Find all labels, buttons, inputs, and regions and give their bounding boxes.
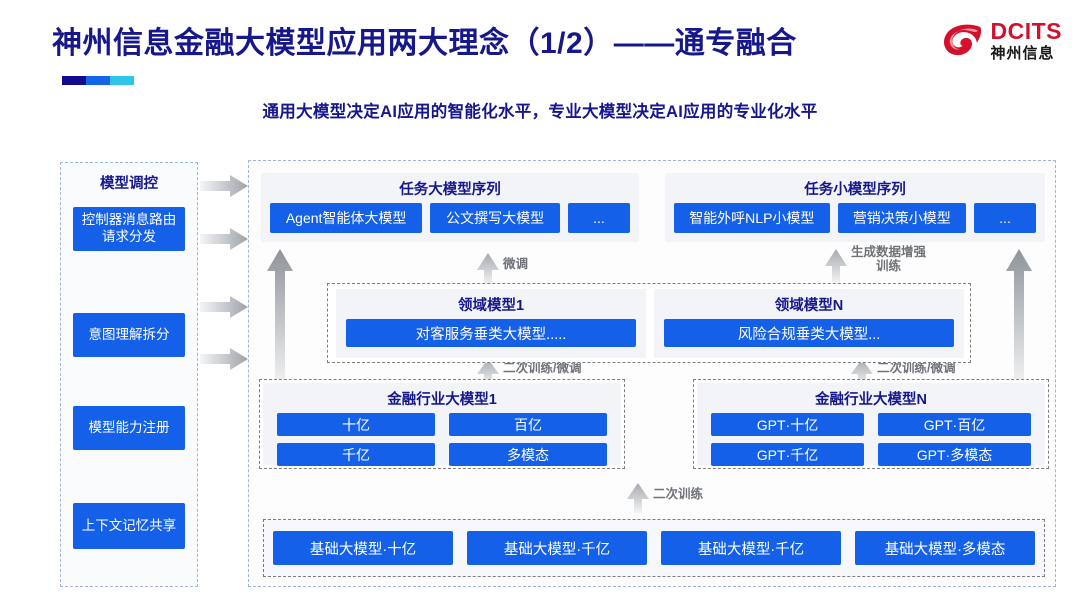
dcits-swirl-icon	[943, 24, 981, 55]
accent-segment-2	[86, 76, 110, 85]
domain-model-1-panel: 领域模型1 对客服务垂类大模型.....	[336, 289, 646, 358]
accent-segment-1	[62, 76, 86, 85]
model-control-sidebar: 模型调控 控制器消息路由请求分发 意图理解拆分 模型能力注册 上下文记忆共享	[60, 162, 198, 587]
domain-model-n-title: 领域模型N	[774, 298, 844, 314]
cell-finn-gpt-shiyi[interactable]: GPT·十亿	[711, 413, 864, 436]
task-large-model-sequence-title: 任务大模型序列	[399, 182, 501, 198]
chip-task-large-more[interactable]: ...	[568, 203, 630, 233]
sidebar-title: 模型调控	[100, 176, 158, 192]
sidebar-item-controller-routing[interactable]: 控制器消息路由请求分发	[73, 207, 185, 251]
architecture-diagram: 微调 生成数据增强 训练 二次训练/微调 二次训练/微调 二次训练 任务大模型序…	[248, 160, 1056, 587]
sidebar-item-capability-registry[interactable]: 模型能力注册	[73, 406, 185, 450]
chip-base-model-multimodal[interactable]: 基础大模型·多模态	[855, 531, 1035, 565]
financial-model-1-panel: 金融行业大模型1 十亿 百亿 千亿 多模态	[263, 383, 621, 466]
cell-finn-gpt-qianyi[interactable]: GPT·千亿	[711, 443, 864, 466]
page-subtitle: 通用大模型决定AI应用的智能化水平，专业大模型决定AI应用的专业化水平	[262, 103, 818, 121]
task-small-model-sequence-panel: 任务小模型序列 智能外呼NLP小模型 营销决策小模型 ...	[665, 173, 1045, 242]
flow-label-data-augment: 生成数据增强 训练	[851, 245, 927, 274]
financial-model-1-title: 金融行业大模型1	[387, 392, 497, 408]
chip-document-writing-large-model[interactable]: 公文撰写大模型	[430, 203, 560, 233]
flow-arrow-up-right-tall	[1006, 249, 1032, 397]
task-small-model-chip-row: 智能外呼NLP小模型 营销决策小模型 ...	[665, 203, 1045, 242]
logo-en-text: DCITS	[990, 18, 1062, 44]
chip-task-small-more[interactable]: ...	[974, 203, 1037, 233]
logo-cn-text: 神州信息	[990, 45, 1055, 62]
flow-arrow-up-retrain-base	[627, 483, 649, 513]
flow-arrow-up-retrain-left	[477, 359, 499, 385]
task-large-model-chip-row: Agent智能体大模型 公文撰写大模型 ...	[261, 203, 639, 242]
flow-arrow-up-left-tall	[267, 249, 293, 397]
cell-fin1-qianyi[interactable]: 千亿	[277, 443, 435, 466]
chip-customer-service-vertical-model[interactable]: 对客服务垂类大模型.....	[346, 319, 636, 347]
domain-models-group: 领域模型1 对客服务垂类大模型..... 领域模型N 风险合规垂类大模型...	[327, 283, 971, 363]
chip-base-model-qianyi-a[interactable]: 基础大模型·千亿	[467, 531, 647, 565]
cell-fin1-shiyi[interactable]: 十亿	[277, 413, 435, 436]
sidebar-item-intent-parsing[interactable]: 意图理解拆分	[73, 313, 185, 357]
company-logo: DCITS 神州信息	[942, 20, 1063, 61]
financial-model-1-grid: 十亿 百亿 千亿 多模态	[263, 413, 621, 473]
flow-arrow-right-4	[200, 348, 248, 370]
domain-model-1-title: 领域模型1	[457, 298, 525, 314]
cell-finn-gpt-baiyi[interactable]: GPT·百亿	[878, 413, 1031, 436]
flow-label-retrain: 二次训练	[653, 487, 704, 501]
flow-arrow-right-2	[200, 228, 248, 250]
financial-model-n-title: 金融行业大模型N	[815, 392, 927, 408]
chip-risk-compliance-vertical-model[interactable]: 风险合规垂类大模型...	[664, 319, 954, 347]
flow-label-finetune: 微调	[503, 257, 529, 271]
flow-arrow-up-finetune	[477, 253, 499, 285]
flow-arrow-up-retrain-right	[851, 359, 873, 385]
page-title: 神州信息金融大模型应用两大理念（1/2）——通专融合	[52, 27, 797, 60]
logo-text-block: DCITS 神州信息	[990, 18, 1063, 62]
cell-fin1-baiyi[interactable]: 百亿	[449, 413, 607, 436]
chip-agent-large-model[interactable]: Agent智能体大模型	[270, 203, 423, 233]
task-large-model-sequence-panel: 任务大模型序列 Agent智能体大模型 公文撰写大模型 ...	[261, 173, 639, 242]
flow-arrow-up-data-augment	[825, 249, 847, 283]
flow-arrow-right-1	[200, 175, 248, 197]
chip-outbound-nlp-small-model[interactable]: 智能外呼NLP小模型	[674, 203, 830, 233]
financial-model-n-grid: GPT·十亿 GPT·百亿 GPT·千亿 GPT·多模态	[697, 413, 1045, 473]
chip-base-model-shiyi[interactable]: 基础大模型·十亿	[273, 531, 453, 565]
flow-label-retrain-tune-right: 二次训练/微调	[877, 361, 956, 375]
base-models-row: 基础大模型·十亿 基础大模型·千亿 基础大模型·千亿 基础大模型·多模态	[263, 519, 1045, 577]
sidebar-item-context-memory[interactable]: 上下文记忆共享	[73, 503, 185, 549]
cell-finn-gpt-multimodal[interactable]: GPT·多模态	[878, 443, 1031, 466]
accent-segment-3	[110, 76, 134, 85]
flow-label-retrain-tune-left: 二次训练/微调	[503, 361, 582, 375]
domain-model-n-panel: 领域模型N 风险合规垂类大模型...	[654, 289, 964, 358]
task-small-model-sequence-title: 任务小模型序列	[804, 182, 906, 198]
financial-model-n-panel: 金融行业大模型N GPT·十亿 GPT·百亿 GPT·千亿 GPT·多模态	[697, 383, 1045, 466]
cell-fin1-multimodal[interactable]: 多模态	[449, 443, 607, 466]
flow-arrow-right-3	[200, 296, 248, 318]
chip-base-model-qianyi-b[interactable]: 基础大模型·千亿	[661, 531, 841, 565]
accent-bar	[62, 76, 134, 85]
chip-marketing-decision-small-model[interactable]: 营销决策小模型	[837, 203, 967, 233]
